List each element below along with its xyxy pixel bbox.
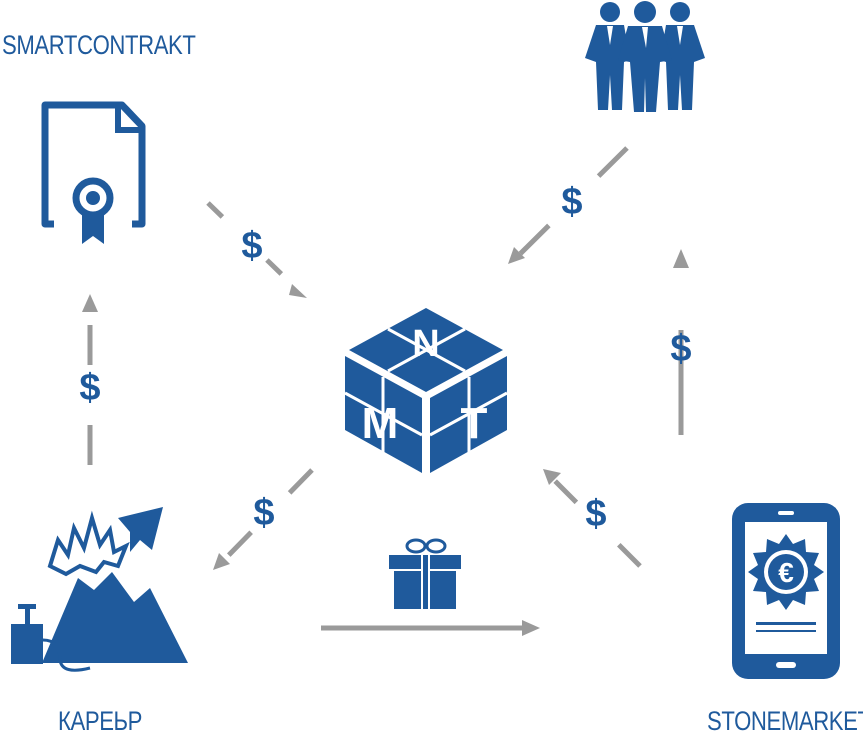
smartcontract-label: SMARTCONTRAKT — [2, 30, 196, 60]
cube-letter-m: M — [362, 399, 399, 448]
cube-letter-t: T — [461, 399, 488, 448]
arrow-cube-to-quarry — [220, 468, 314, 564]
cube-letter-n: N — [412, 323, 439, 365]
arrowhead — [508, 247, 525, 264]
euro-symbol: € — [778, 557, 794, 588]
arrow-investors-to-cube — [514, 146, 629, 260]
arrowhead — [213, 553, 230, 570]
certificate-icon — [41, 101, 146, 244]
gift-icon — [389, 538, 461, 609]
businessmen-icon — [585, 1, 705, 112]
arrowhead — [543, 469, 561, 485]
dollar-label: $ — [241, 225, 262, 267]
mountain-mine-icon — [11, 507, 188, 672]
arrowhead — [289, 284, 307, 298]
arrowhead — [82, 294, 98, 312]
smartphone-euro-icon: € — [732, 503, 840, 679]
arrowhead — [673, 249, 689, 268]
dollar-label: $ — [253, 492, 274, 534]
dollar-label: $ — [561, 181, 582, 223]
arrow-market-to-cube — [550, 476, 642, 568]
dollar-label: $ — [585, 493, 606, 535]
dollar-label: $ — [670, 328, 691, 370]
dollar-label: $ — [79, 367, 100, 409]
cube-logo-icon: N M T — [344, 308, 508, 473]
quarry-label: КАРЕЬР — [58, 706, 143, 736]
arrowhead — [522, 620, 540, 636]
stonemarket-label: STONEMARKET — [707, 706, 863, 736]
